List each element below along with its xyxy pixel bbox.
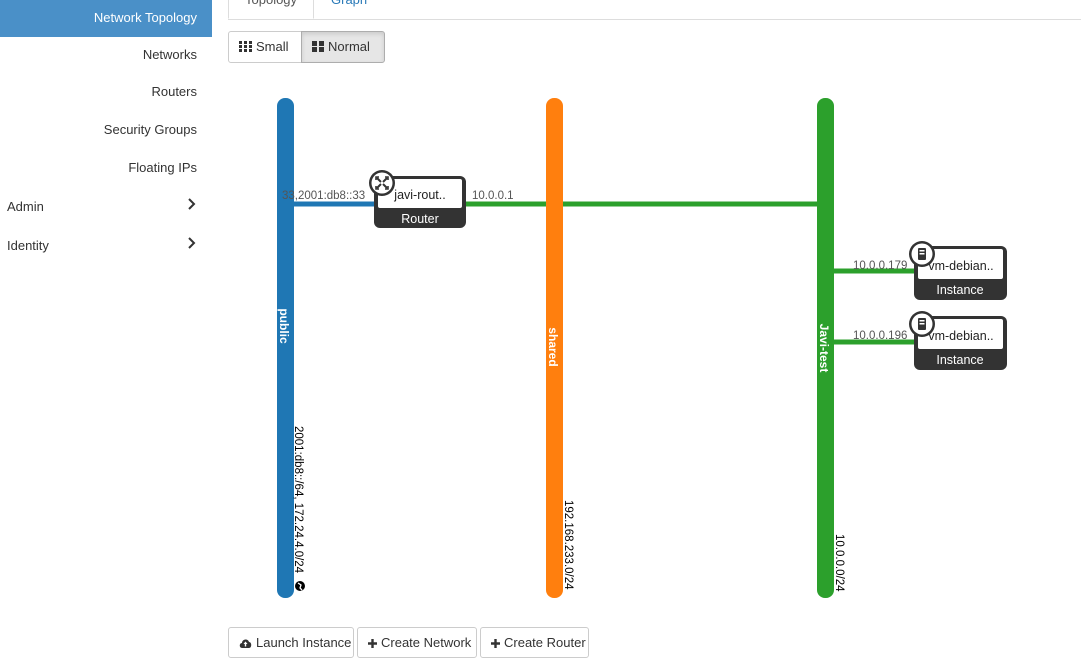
chevron-right-icon (187, 196, 197, 212)
server-icon (909, 311, 935, 337)
network-subnets: 10.0.0.0/24 (833, 534, 845, 592)
sidebar-item-floating-ips[interactable]: Floating IPs (128, 160, 197, 175)
network-name: public (277, 308, 291, 344)
create-network-button[interactable]: Create Network (357, 627, 477, 658)
tab-graph[interactable]: Graph (314, 0, 384, 19)
create-router-label: Create Router (504, 635, 586, 650)
globe-icon (295, 581, 305, 591)
normal-view-button[interactable]: Normal (301, 31, 385, 63)
router-name: javi-rout.. (393, 188, 445, 202)
network-name: shared (546, 327, 560, 366)
network-public[interactable]: public 2001:db8::/64, 172.24.4.0/24 (277, 98, 305, 598)
create-network-label: Create Network (381, 635, 472, 650)
small-view-button[interactable]: Small (228, 31, 302, 63)
router-node[interactable]: javi-rout.. Router (369, 170, 466, 228)
router-private-ip: 10.0.0.1 (472, 190, 514, 202)
sidebar: Network Topology Networks Routers Securi… (0, 0, 212, 667)
sidebar-item-networks[interactable]: Networks (142, 47, 197, 62)
launch-instance-label: Launch Instance (256, 635, 352, 650)
sidebar-section-identity[interactable]: Identity (0, 235, 212, 258)
sidebar-item-network-topology[interactable]: Network Topology (0, 0, 212, 37)
small-view-label: Small (256, 39, 289, 54)
grid-large-icon (312, 33, 324, 63)
create-router-button[interactable]: Create Router (480, 627, 589, 658)
network-javi-test[interactable]: Javi-test 10.0.0.0/24 (817, 98, 845, 598)
router-icon (369, 170, 395, 196)
sidebar-section-label: Admin (7, 199, 44, 214)
network-name: Javi-test (817, 324, 831, 373)
network-shared[interactable]: shared 192.168.233.0/24 (546, 98, 574, 598)
instance-type: Instance (936, 283, 983, 297)
instance-name: vm-debian.. (928, 259, 993, 273)
network-subnets: 192.168.233.0/24 (562, 500, 574, 590)
router-type: Router (401, 212, 439, 226)
instance-node[interactable]: vm-debian.. Instance (909, 311, 1007, 370)
instance-type: Instance (936, 353, 983, 367)
cloud-upload-icon (239, 629, 252, 658)
instance2-ip: 10.0.0.196 (853, 330, 907, 342)
sidebar-item-security-groups[interactable]: Security Groups (103, 122, 197, 137)
router-public-ip: 33,2001:db8::33 (282, 190, 365, 202)
launch-instance-button[interactable]: Launch Instance (228, 627, 354, 658)
instance-name: vm-debian.. (928, 329, 993, 343)
tab-topology[interactable]: Topology (228, 0, 315, 19)
plus-icon (491, 629, 500, 658)
sidebar-section-admin[interactable]: Admin (0, 196, 212, 219)
sidebar-item-routers[interactable]: Routers (151, 84, 197, 99)
server-icon (909, 241, 935, 267)
grid-small-icon (239, 33, 252, 63)
instance1-ip: 10.0.0.179 (853, 260, 907, 272)
topology-canvas: public 2001:db8::/64, 172.24.4.0/24 shar… (277, 98, 1007, 598)
plus-icon (368, 629, 377, 658)
network-subnets: 2001:db8::/64, 172.24.4.0/24 (292, 426, 304, 574)
normal-view-label: Normal (328, 39, 370, 54)
chevron-right-icon (187, 235, 197, 251)
tab-bar: Topology Graph (228, 0, 1081, 20)
sidebar-section-label: Identity (7, 238, 49, 253)
instance-node[interactable]: vm-debian.. Instance (909, 241, 1007, 300)
